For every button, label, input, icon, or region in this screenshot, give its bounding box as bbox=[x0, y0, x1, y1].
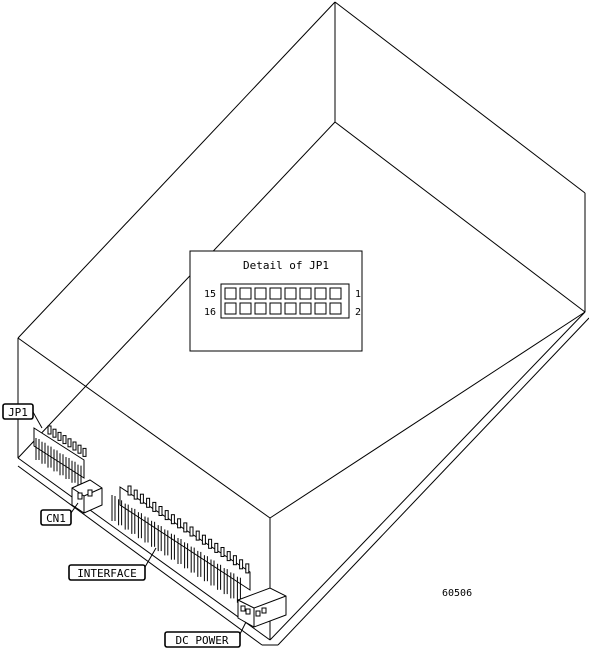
interface-pin-tip bbox=[152, 501, 157, 512]
interface-pin-tip bbox=[189, 526, 194, 537]
jp1-pin bbox=[314, 302, 327, 315]
jp1-pin bbox=[239, 287, 252, 300]
interface-pin-tip bbox=[127, 485, 132, 496]
jp1-pin-tip bbox=[52, 428, 57, 438]
interface-pin-tip bbox=[170, 514, 175, 525]
interface-pin-tip bbox=[133, 489, 138, 500]
pin-label-2: 2 bbox=[355, 307, 361, 318]
jp1-pin-tip bbox=[77, 444, 82, 454]
interface-pin-tip bbox=[139, 493, 144, 504]
jp1-pin bbox=[224, 302, 237, 315]
jp1-pin bbox=[329, 287, 342, 300]
callout-dc-power-label: DC POWER bbox=[176, 634, 229, 647]
jp1-detail-inset: Detail of JP1 15 1 16 2 bbox=[189, 250, 363, 352]
jp1-pin-row-bottom bbox=[224, 302, 342, 315]
interface-pin-tip bbox=[214, 542, 219, 553]
jp1-top-pins bbox=[47, 425, 87, 457]
callout-jp1: JP1 bbox=[2, 403, 43, 429]
interface-pin-tip bbox=[232, 555, 237, 566]
interface-pin-tip bbox=[245, 563, 250, 574]
dc-power-connector bbox=[237, 587, 287, 628]
pin-label-16: 16 bbox=[204, 307, 216, 318]
pin-label-1: 1 bbox=[355, 289, 361, 300]
pin-label-15: 15 bbox=[204, 289, 216, 300]
jp1-pin bbox=[269, 302, 282, 315]
jp1-pin bbox=[299, 302, 312, 315]
interface-pin-tip bbox=[146, 497, 151, 508]
jp1-pin bbox=[299, 287, 312, 300]
interface-pin-tip bbox=[183, 522, 188, 533]
jp1-pin-row-top bbox=[224, 287, 342, 300]
callout-dc-power: DC POWER bbox=[164, 621, 247, 648]
jp1-connector bbox=[33, 425, 87, 487]
jp1-pin-tip bbox=[47, 425, 52, 435]
callout-interface-label: INTERFACE bbox=[77, 567, 137, 580]
jp1-pin bbox=[269, 287, 282, 300]
detail-title: Detail of JP1 bbox=[243, 259, 329, 272]
interface-pin-tip bbox=[177, 518, 182, 529]
figure-number: 60506 bbox=[442, 588, 472, 599]
drive-enclosure bbox=[17, 1, 589, 646]
interface-pin-tip bbox=[195, 530, 200, 541]
jp1-pin bbox=[254, 287, 267, 300]
interface-pin-tip bbox=[158, 506, 163, 516]
cn1-connector bbox=[71, 479, 103, 514]
interface-pins bbox=[111, 495, 241, 603]
jp1-pin bbox=[314, 287, 327, 300]
jp1-pin bbox=[284, 287, 297, 300]
jp1-pin-tip bbox=[82, 447, 87, 457]
jp1-pin-tip bbox=[67, 438, 72, 448]
jp1-pin-tip bbox=[62, 435, 67, 445]
interface-pin-tip bbox=[239, 559, 244, 570]
callout-cn1-label: CN1 bbox=[46, 512, 66, 525]
interface-pin-tip bbox=[164, 510, 169, 521]
interface-pin-tip bbox=[226, 551, 231, 562]
callout-jp1-label: JP1 bbox=[8, 406, 28, 419]
jp1-pin bbox=[254, 302, 267, 315]
jp1-pin bbox=[284, 302, 297, 315]
jp1-pin bbox=[224, 287, 237, 300]
jp1-pins bbox=[35, 438, 82, 487]
interface-top-pins bbox=[127, 485, 250, 574]
jp1-pin-tip bbox=[57, 431, 62, 441]
interface-connector bbox=[111, 485, 251, 603]
interface-pin-tip bbox=[201, 534, 206, 545]
callout-interface: INTERFACE bbox=[68, 547, 157, 581]
jp1-pin bbox=[329, 302, 342, 315]
interface-pin-tip bbox=[220, 547, 225, 557]
jp1-pin bbox=[239, 302, 252, 315]
jp1-pin-tip bbox=[72, 441, 77, 451]
callout-cn1: CN1 bbox=[40, 502, 79, 526]
interface-pin-tip bbox=[208, 538, 213, 549]
